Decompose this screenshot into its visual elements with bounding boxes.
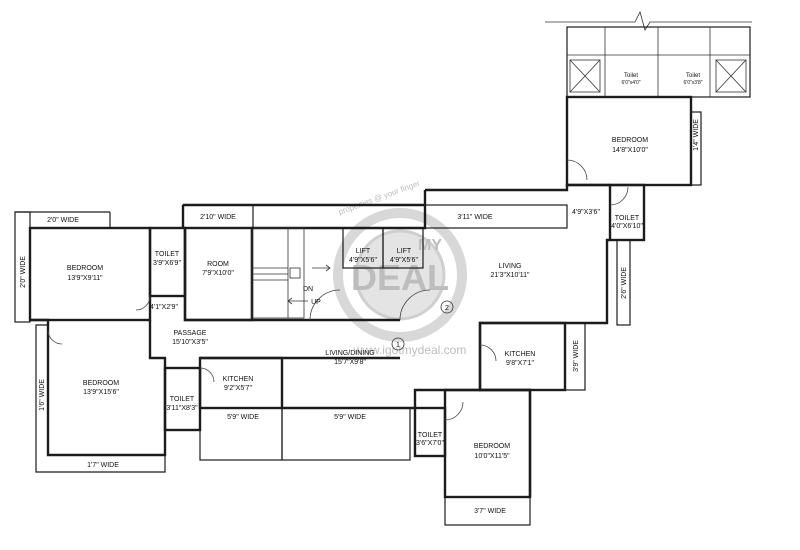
toilet-top1-name: Toilet bbox=[624, 73, 638, 79]
balcony-top-left: 2'0" WIDE bbox=[47, 217, 79, 224]
passage-name: PASSAGE bbox=[174, 330, 207, 337]
living-size: 21'3"X10'11" bbox=[490, 272, 530, 279]
room-name: ROOM bbox=[207, 261, 229, 268]
marker-2: 2 bbox=[445, 305, 449, 312]
balcony-living-top: 3'11" WIDE bbox=[457, 214, 493, 221]
balcony-room-top: 2'10" WIDE bbox=[200, 214, 236, 221]
svg-text:MY: MY bbox=[418, 237, 442, 254]
toilet-ne-name: TOILET bbox=[615, 215, 640, 222]
bedroom-sw-name: BEDROOM bbox=[83, 380, 119, 387]
balcony-east-vertical: 1'4" WIDE bbox=[693, 119, 700, 151]
toilet-top1-size: 6'0"x4'0" bbox=[621, 80, 640, 86]
balcony-bottom-left: 1'7" WIDE bbox=[87, 462, 119, 469]
bedroom-ne-name: BEDROOM bbox=[612, 137, 648, 144]
toilet-nw-name: TOILET bbox=[155, 251, 180, 258]
room-size: 7'9"X10'0" bbox=[202, 270, 234, 277]
bedroom-sw-size: 13'9"X15'6" bbox=[83, 389, 119, 396]
break-line bbox=[545, 10, 752, 31]
bedroom-nw-name: BEDROOM bbox=[67, 265, 103, 272]
balcony-bottom-mid2: 5'9" WIDE bbox=[334, 414, 366, 421]
lift2-name: LIFT bbox=[397, 248, 412, 255]
toilet-sw-size: 3'11"X8'3" bbox=[166, 405, 198, 412]
living-dining-name: LIVING/DINING bbox=[325, 350, 374, 357]
balcony-bottom-mid1: 5'9" WIDE bbox=[227, 414, 259, 421]
svg-text:DEAL: DEAL bbox=[351, 257, 449, 298]
small-ne-size: 4'9"X3'6" bbox=[572, 209, 600, 216]
toilet-nw-size: 3'9"X6'9" bbox=[153, 260, 181, 267]
kitchen-e-size: 9'8"X7'1" bbox=[506, 360, 534, 367]
balcony-left-lower: 1'6" WIDE bbox=[39, 379, 46, 411]
small-passage-size: 4'1"X2'9" bbox=[150, 304, 178, 311]
balcony-left-upper: 2'0" WIDE bbox=[20, 256, 27, 288]
stair-dn-label: DN bbox=[303, 286, 313, 293]
lift1-size: 4'9"X5'6" bbox=[349, 257, 377, 264]
toilet-sw-name: TOILET bbox=[170, 396, 195, 403]
bedroom-nw-size: 13'9"X9'11" bbox=[67, 275, 103, 282]
kitchen-e-name: KITCHEN bbox=[505, 351, 536, 358]
bedroom-se-name: BEDROOM bbox=[474, 443, 510, 450]
misc-labels: 4'1"X2'9" 4'9"X3'6" DN UP bbox=[150, 209, 600, 311]
top-toilets-block bbox=[566, 26, 751, 98]
doors bbox=[47, 159, 629, 421]
living-name: LIVING bbox=[499, 263, 522, 270]
marker-1: 1 bbox=[396, 342, 400, 349]
balcony-east-lower: 2'6" WIDE bbox=[621, 267, 628, 299]
toilet-s-size: 3'6"X7'0" bbox=[416, 440, 444, 447]
balcony-labels: 2'0" WIDE 2'0" WIDE 2'10" WIDE 3'11" WID… bbox=[20, 119, 700, 515]
watermark-site: www.igotmydeal.com bbox=[353, 343, 467, 357]
living-dining-size: 15'7"X9'8" bbox=[334, 359, 366, 366]
toilet-s-name: TOILET bbox=[418, 432, 443, 439]
kitchen-w-name: KITCHEN bbox=[223, 376, 254, 383]
lift2-size: 4'9"X5'6" bbox=[390, 257, 418, 264]
building-walls bbox=[14, 95, 702, 526]
balcony-kitchen-side: 3'9" WIDE bbox=[573, 340, 580, 372]
bedroom-ne-size: 14'8"X10'0" bbox=[612, 147, 648, 154]
stair-up-label: UP bbox=[311, 299, 321, 306]
room-labels: BEDROOM 13'9"X9'11" TOILET 3'9"X6'9" ROO… bbox=[67, 73, 703, 460]
bedroom-se-size: 10'0"X11'5" bbox=[474, 453, 510, 460]
toilet-ne-size: 4'0"X6'10" bbox=[611, 223, 643, 230]
passage-size: 15'10"X3'5" bbox=[172, 339, 208, 346]
lift1-name: LIFT bbox=[356, 248, 371, 255]
markers: 1 2 bbox=[391, 300, 454, 351]
kitchen-w-size: 9'2"X5'7" bbox=[224, 385, 252, 392]
toilet-top2-name: Toilet bbox=[686, 73, 700, 79]
toilet-top2-size: 6'0"x3'8" bbox=[683, 80, 702, 86]
balcony-bottom-right: 3'7" WIDE bbox=[474, 508, 506, 515]
